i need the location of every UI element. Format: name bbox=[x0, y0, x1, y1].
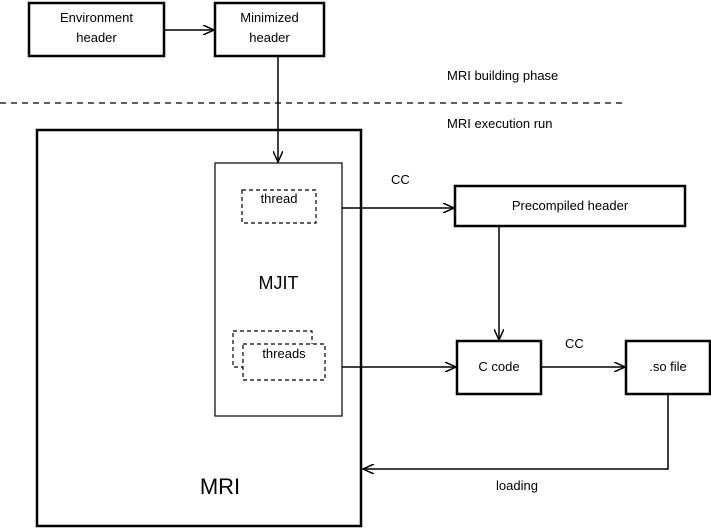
building-phase-label: MRI building phase bbox=[447, 68, 558, 83]
so-file-node: .so file bbox=[624, 339, 711, 396]
precompiled-header-label: Precompiled header bbox=[512, 198, 629, 213]
minimized-header-node: Minimized header bbox=[213, 1, 326, 58]
c-code-label: C code bbox=[478, 359, 519, 374]
environment-header-label-line2: header bbox=[76, 30, 117, 45]
minimized-header-label-line1: Minimized bbox=[240, 10, 299, 25]
edge-label-cc-compile: CC bbox=[565, 336, 584, 351]
environment-header-node: Environment header bbox=[27, 1, 166, 58]
threads-front-box bbox=[242, 343, 326, 381]
threads-label: threads bbox=[262, 346, 306, 361]
c-code-node: C code bbox=[455, 339, 543, 396]
thread-node: thread bbox=[241, 189, 317, 224]
edge-so-file-to-mri bbox=[363, 394, 669, 469]
edge-label-cc-precompile: CC bbox=[391, 172, 410, 187]
so-file-label: .so file bbox=[649, 359, 687, 374]
execution-phase-label: MRI execution run bbox=[447, 116, 553, 131]
precompiled-header-node: Precompiled header bbox=[453, 184, 687, 228]
environment-header-label-line1: Environment bbox=[60, 10, 133, 25]
mjit-label: MJIT bbox=[259, 273, 299, 293]
minimized-header-label-line2: header bbox=[249, 30, 290, 45]
mri-label: MRI bbox=[200, 474, 240, 499]
edge-label-loading: loading bbox=[496, 478, 538, 493]
threads-node: threads bbox=[232, 330, 326, 381]
thread-label: thread bbox=[261, 191, 298, 206]
